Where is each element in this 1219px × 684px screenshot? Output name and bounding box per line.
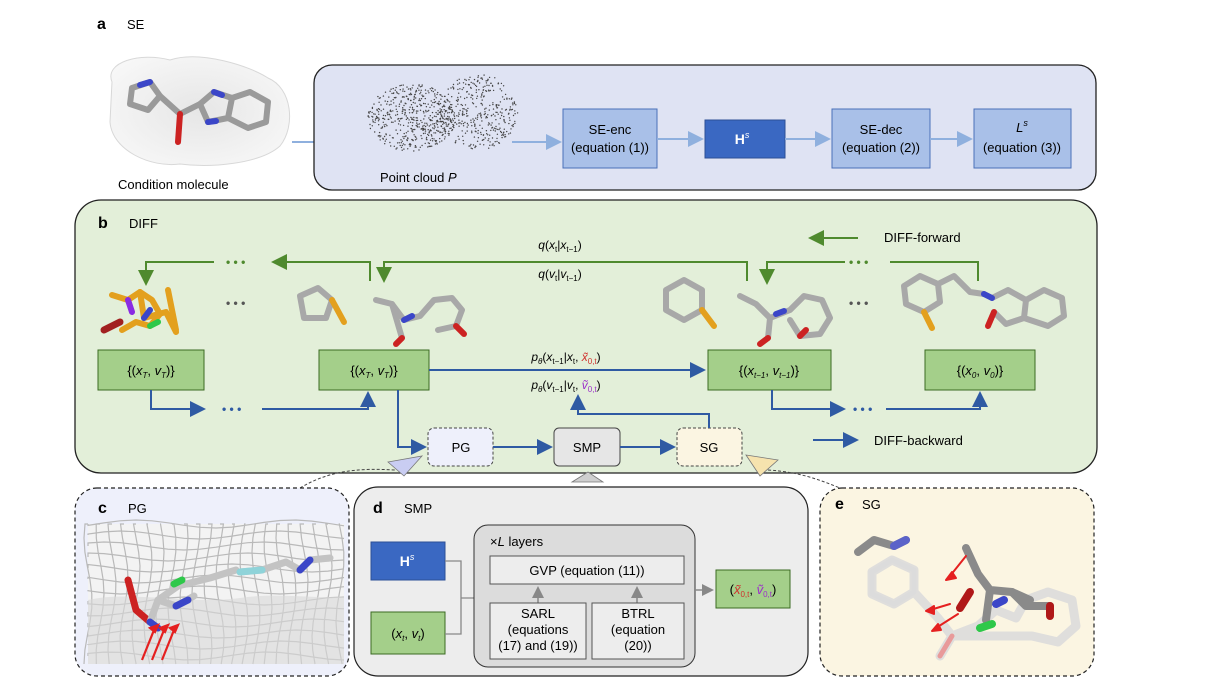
layers-label: ×L layers: [490, 534, 544, 549]
ls-title: Ls: [1016, 118, 1028, 135]
ellipsis-noise-mid: • • •: [226, 296, 245, 310]
arrow-forward-left: [271, 254, 371, 281]
sg-panel: [819, 487, 1095, 677]
state-box-xt1: [707, 349, 832, 391]
se-dec-box: [831, 108, 931, 169]
state-box-x0: [924, 349, 1036, 391]
pg-callout-triangle: [387, 455, 424, 477]
final-molecule-image: [901, 273, 1067, 331]
state-box-xt1-text: {(xt−1, vt−1)}: [739, 363, 800, 380]
panel-c-title: PG: [128, 501, 147, 516]
arrow-backward-right-bottom: [771, 390, 846, 417]
smp-hs-box: [370, 541, 446, 581]
panel-e-letter: e: [835, 496, 844, 513]
sarl-line3: (17) and (19)): [498, 638, 577, 653]
sarl-line2: (equations: [508, 622, 569, 637]
sarl-box: [489, 602, 587, 660]
shape-guided-molecule-image: [854, 536, 1081, 661]
btrl-box: [591, 602, 685, 660]
arrow-backward-to-x0: [886, 391, 988, 410]
intermediate-molecule-right-image: [663, 277, 833, 347]
state-box-xT: [318, 349, 430, 391]
state-box-x0-text: {(x0, v0)}: [957, 363, 1004, 380]
panel-c-letter: c: [98, 500, 107, 517]
arrow-forward-to-noise: [138, 261, 214, 286]
btrl-line3: (20)): [624, 638, 651, 653]
smp-box-label: SMP: [573, 440, 601, 455]
sarl-line1: SARL: [521, 606, 555, 621]
point-cloud-image: [367, 74, 519, 152]
arrow-backward-to-xT: [262, 391, 376, 410]
gvp-box: [489, 555, 685, 585]
arrow-forward-main: [376, 261, 748, 283]
smp-xtvt-label: (xt, vt): [391, 626, 424, 643]
ellipsis-forward-right: • • •: [849, 255, 868, 269]
arrow-forward-right: [890, 261, 979, 281]
smp-merge-lines: [445, 560, 474, 635]
panel-d-title: SMP: [404, 501, 432, 516]
point-cloud-label: Point cloud P: [380, 170, 457, 185]
state-box-xT-text: {(xT, vT)}: [350, 363, 398, 380]
state-box-noise: [97, 349, 205, 391]
gvp-label: GVP (equation (11)): [529, 563, 644, 578]
se-enc-title: SE-enc: [589, 122, 632, 137]
se-enc-eq: (equation (1)): [571, 140, 649, 155]
ellipsis-right-mid: • • •: [849, 296, 868, 310]
btrl-line2: (equation: [611, 622, 665, 637]
smp-hs-label: Hs: [400, 552, 415, 569]
ls-box: [973, 108, 1072, 169]
diff-forward-label: DIFF-forward: [884, 230, 961, 245]
pg-box-label: PG: [452, 440, 471, 455]
panel-e-title: SG: [862, 497, 881, 512]
noise-molecule-image: [100, 287, 179, 335]
arrow-forward-to-xt1: [759, 261, 845, 285]
sg-callout-triangle: [745, 454, 779, 477]
panel-b-letter: b: [98, 215, 108, 232]
condition-molecule-image: [109, 56, 291, 166]
sg-box-label: SG: [700, 440, 719, 455]
diff-backward-label: DIFF-backward: [874, 433, 963, 448]
se-enc-box: [562, 108, 658, 169]
se-dec-title: SE-dec: [860, 122, 903, 137]
ellipsis-forward-left: • • •: [226, 255, 245, 269]
panel-a-title: SE: [127, 17, 145, 32]
panel-b-title: DIFF: [129, 216, 158, 231]
sg-callout-line: [767, 469, 841, 489]
p-x-label: pθ(xt−1|xt, x̃0,t): [530, 350, 600, 366]
condition-molecule-label: Condition molecule: [118, 177, 229, 192]
smp-xtvt-box: [370, 611, 446, 655]
p-v-label: pθ(vt−1|vt, ṽ0,t): [530, 378, 600, 394]
intermediate-molecule-left-image: [297, 285, 467, 347]
arrow-backward-left-bottom: [150, 390, 206, 417]
state-box-noise-text: {(xT, vT)}: [127, 363, 175, 380]
panel-d-letter: d: [373, 500, 383, 517]
hs-box-label: Hs: [735, 130, 750, 147]
pocket-mesh-image: [83, 519, 345, 665]
hs-box: [704, 119, 786, 159]
arrow-xT-to-pg: [397, 390, 427, 455]
smp-callout-triangle: [570, 471, 605, 483]
smp-output-box: [715, 569, 791, 609]
btrl-line1: BTRL: [621, 606, 654, 621]
pg-callout-line: [299, 468, 396, 489]
ellipsis-backward-right: • • •: [853, 402, 872, 416]
se-dec-eq: (equation (2)): [842, 140, 920, 155]
arrow-sg-to-pv: [570, 394, 710, 428]
ls-eq: (equation (3)): [983, 140, 1061, 155]
panel-a-letter: a: [97, 16, 106, 33]
ellipsis-backward-left: • • •: [222, 402, 241, 416]
